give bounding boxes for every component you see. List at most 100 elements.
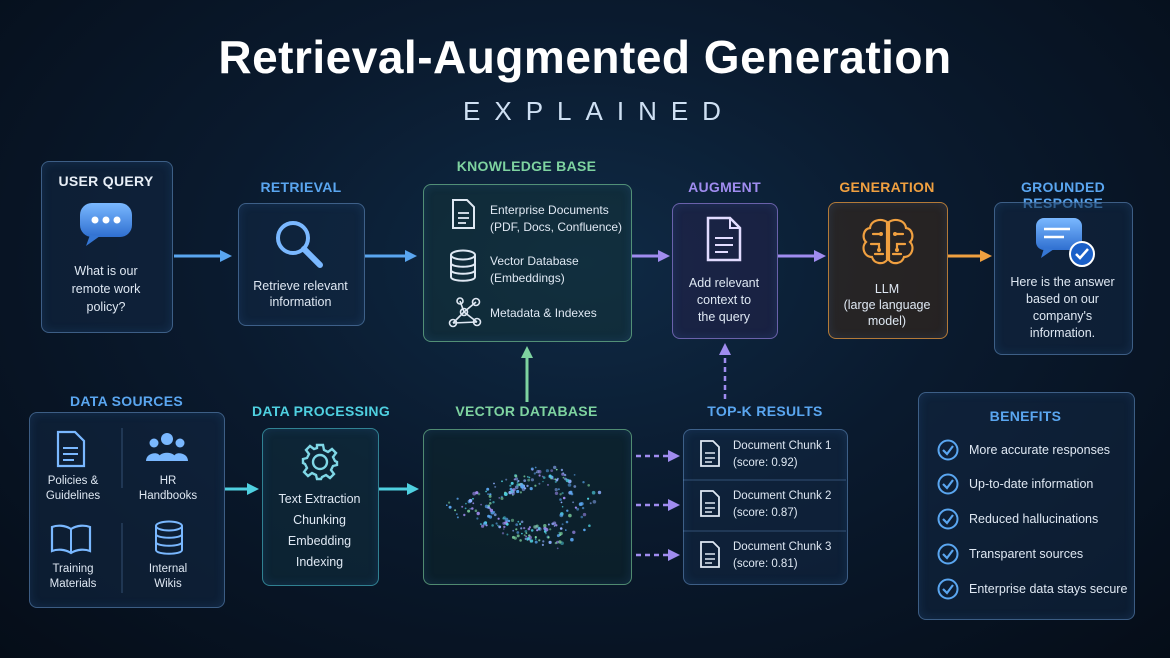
embedding-point: [543, 524, 547, 528]
embedding-point: [520, 527, 523, 530]
embedding-point: [502, 521, 506, 525]
embedding-point: [524, 537, 527, 540]
gear-icon: [301, 443, 339, 481]
embedding-point: [510, 481, 514, 485]
user-query-line-1: What is our: [74, 264, 138, 278]
document-icon: [706, 216, 742, 262]
embedding-point: [536, 529, 539, 532]
embedding-point: [489, 508, 494, 513]
embedding-point: [560, 468, 564, 472]
embedding-point: [542, 480, 544, 483]
embedding-point: [565, 529, 567, 531]
embedding-point: [493, 513, 497, 517]
open-book-icon: [50, 524, 92, 555]
database-icon: [450, 249, 476, 282]
data-source-1-line-1: Policies &: [47, 475, 99, 487]
embedding-point: [555, 478, 559, 482]
verified-chat-icon: [1036, 218, 1095, 267]
embedding-point: [545, 532, 547, 535]
embedding-point: [521, 487, 526, 492]
embedding-point: [531, 469, 534, 471]
embedding-point: [517, 520, 520, 523]
embedding-point: [485, 490, 487, 493]
vector-embedding-cloud: [446, 465, 602, 550]
divider: [683, 530, 846, 532]
benefits-label: BENEFITS: [989, 408, 1062, 424]
embedding-point: [541, 543, 544, 546]
dashed-arrow-up-icon: [719, 343, 731, 399]
embedding-point: [494, 485, 497, 488]
user-query-label: USER QUERY: [58, 173, 154, 189]
embedding-point: [513, 536, 517, 540]
arrow-right-icon: [365, 250, 417, 262]
embedding-point: [511, 491, 516, 496]
embedding-point: [543, 528, 546, 531]
embedding-point: [552, 478, 554, 480]
vector-database-box: [423, 429, 632, 585]
embedding-point: [534, 538, 537, 540]
embedding-point: [570, 537, 574, 542]
embedding-point: [446, 504, 448, 506]
kb-item-1-title: Enterprise Documents: [490, 203, 609, 217]
user-query-box: [41, 161, 173, 333]
chat-bubble-icon: [80, 203, 132, 246]
embedding-point: [559, 531, 563, 536]
page-title: Retrieval-Augmented Generation: [218, 31, 952, 83]
processing-step-1: Text Extraction: [278, 492, 361, 506]
embedding-point: [493, 482, 495, 485]
embedding-point: [472, 502, 475, 505]
vector-database-label: VECTOR DATABASE: [455, 403, 598, 419]
embedding-point: [504, 517, 509, 522]
grounded-response-line-1: Here is the answer: [1010, 275, 1115, 289]
embedding-point: [500, 497, 504, 500]
embedding-point: [553, 525, 556, 527]
arrow-up-icon: [521, 346, 533, 402]
embedding-point: [448, 501, 451, 504]
embedding-point: [549, 528, 552, 531]
retrieval-label: RETRIEVAL: [260, 179, 342, 195]
embedding-point: [503, 528, 505, 530]
embedding-point: [472, 497, 474, 500]
embedding-point: [512, 529, 515, 532]
embedding-point: [554, 480, 557, 483]
embedding-point: [497, 517, 500, 520]
embedding-point: [501, 532, 505, 535]
embedding-point: [491, 524, 494, 527]
embedding-point: [456, 516, 459, 519]
embedding-point: [523, 475, 526, 478]
embedding-point: [559, 527, 563, 530]
data-sources-label: DATA SOURCES: [69, 393, 183, 409]
embedding-point: [518, 483, 521, 486]
top-k-label: TOP-K RESULTS: [707, 403, 823, 419]
embedding-point: [559, 493, 562, 496]
embedding-point: [498, 497, 501, 499]
embedding-point: [514, 474, 518, 478]
generation-line-1: LLM: [874, 282, 900, 296]
embedding-point: [520, 484, 525, 489]
embedding-point: [526, 539, 529, 541]
embedding-point: [559, 498, 562, 501]
embedding-point: [515, 528, 518, 531]
embedding-point: [541, 475, 544, 478]
data-sources-box: [29, 412, 225, 608]
embedding-point: [487, 514, 491, 518]
embedding-point: [530, 478, 534, 482]
embedding-point: [523, 479, 527, 482]
retrieval-line-2: information: [269, 295, 332, 309]
embedding-point: [556, 534, 560, 538]
embedding-point: [469, 508, 471, 510]
embedding-point: [554, 541, 558, 545]
embedding-point: [528, 476, 531, 479]
embedding-point: [474, 509, 478, 512]
arrow-right-icon: [225, 483, 259, 495]
embedding-point: [533, 525, 537, 529]
embedding-point: [520, 520, 524, 524]
policy-document-icon: [56, 430, 86, 468]
embedding-point: [576, 507, 580, 511]
embedding-point: [476, 517, 479, 520]
kb-item-2-title: Vector Database: [490, 254, 579, 268]
embedding-point: [487, 493, 489, 495]
embedding-point: [573, 474, 576, 476]
embedding-point: [572, 530, 576, 534]
embedding-point: [454, 509, 457, 512]
